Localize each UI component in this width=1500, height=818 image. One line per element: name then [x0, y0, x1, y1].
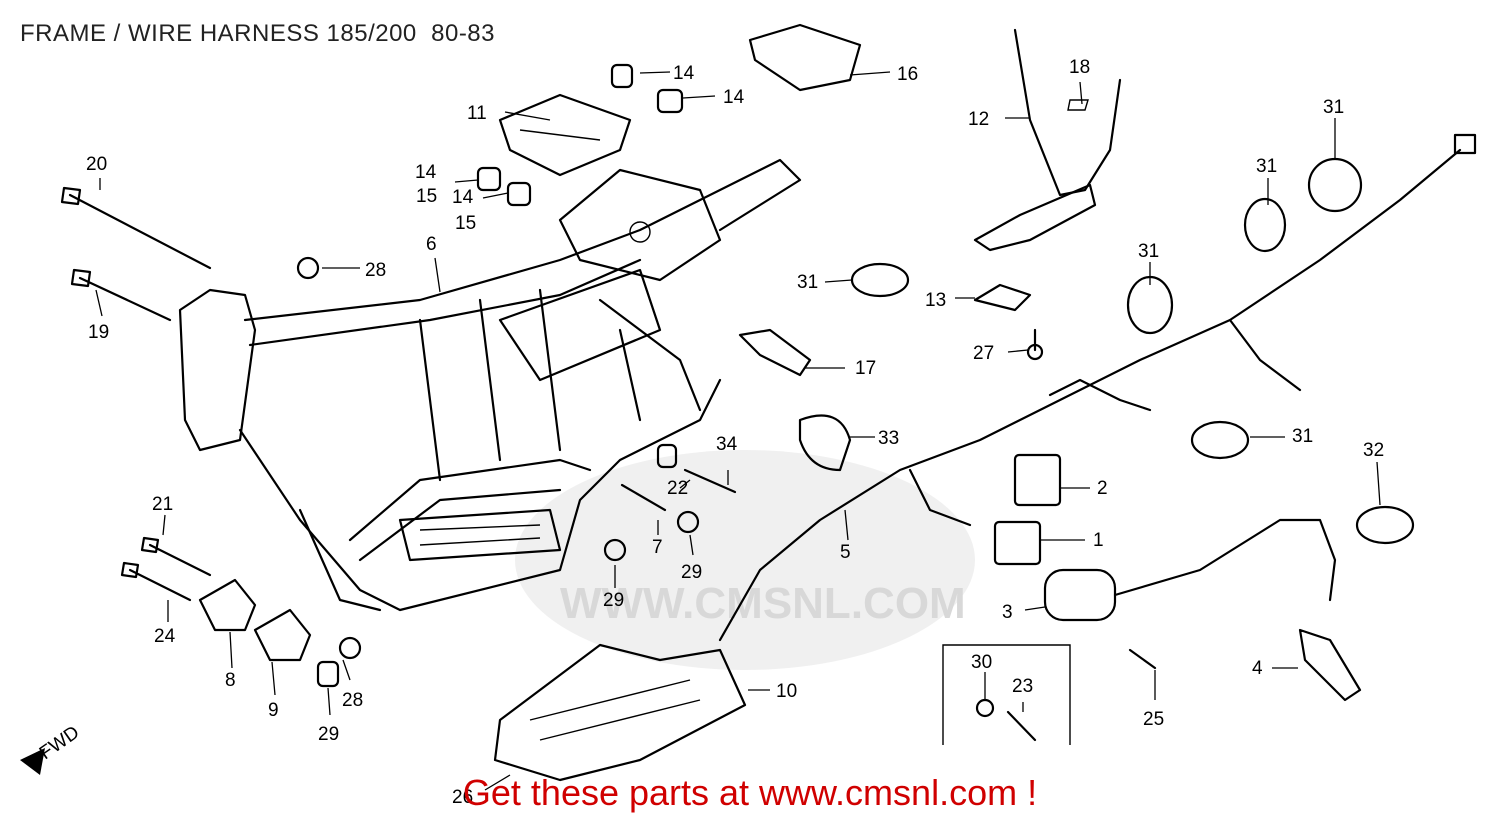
callout-labels: 1 2 3 4 5 6 7 8 9 10 11 12 13 14 14 14 1…: [86, 57, 1384, 808]
callout-6: 6: [426, 234, 437, 255]
callout-10: 10: [776, 681, 797, 702]
callout-29c: 29: [318, 724, 339, 745]
callout-31b: 31: [1138, 241, 1159, 262]
callout-18: 18: [1069, 57, 1090, 78]
callout-32: 32: [1363, 440, 1384, 461]
watermark-text: WWW.CMSNL.COM: [560, 579, 966, 628]
callout-15b: 15: [455, 213, 476, 234]
diagram-title: FRAME / WIRE HARNESS 185/200 80-83: [20, 20, 495, 47]
callout-24: 24: [154, 626, 176, 647]
part-9-bracket[interactable]: [253, 608, 312, 662]
callout-14b: 14: [723, 87, 745, 108]
callout-12: 12: [968, 109, 989, 130]
callout-26: 26: [452, 787, 473, 808]
part-12-stay[interactable]: [973, 28, 1122, 252]
part-21-bolt[interactable]: [140, 536, 212, 577]
part-19-bolt[interactable]: [70, 268, 172, 322]
callout-11: 11: [467, 103, 487, 124]
part-32-band[interactable]: [1355, 505, 1415, 545]
callout-4: 4: [1252, 658, 1263, 679]
part-23-bolt[interactable]: [1006, 710, 1037, 742]
callout-31d: 31: [1323, 97, 1344, 118]
part-7-bolt[interactable]: [620, 483, 667, 512]
part-25-bolt[interactable]: [1128, 648, 1157, 670]
part-2-relay[interactable]: [1013, 453, 1062, 507]
callout-31e: 31: [1292, 426, 1313, 447]
callout-33: 33: [878, 428, 899, 449]
footer-link-text[interactable]: Get these parts at www.cmsnl.com !: [462, 772, 1038, 813]
callout-7: 7: [652, 537, 663, 558]
callout-3: 3: [1002, 602, 1013, 623]
callout-29a: 29: [681, 562, 702, 583]
callout-19: 19: [88, 322, 109, 343]
callout-30: 30: [971, 652, 992, 673]
part-34-bolt[interactable]: [683, 468, 737, 494]
part-17-bracket[interactable]: [738, 328, 812, 377]
callout-22: 22: [667, 478, 688, 499]
part-13-clamp[interactable]: [973, 283, 1032, 312]
callout-25: 25: [1143, 709, 1164, 730]
callout-20: 20: [86, 154, 107, 175]
callout-2: 2: [1097, 478, 1108, 499]
part-20-bolt[interactable]: [60, 186, 212, 270]
callout-21: 21: [152, 494, 173, 515]
part-4-spark-plug-cap[interactable]: [1298, 628, 1362, 702]
leader-lines: [95, 71, 1381, 791]
part-1-cdi[interactable]: [993, 520, 1042, 566]
part-5-wire-harness[interactable]: [718, 133, 1477, 642]
part-3-ignition-coil[interactable]: [1043, 518, 1337, 622]
callout-8: 8: [225, 670, 236, 691]
callout-29b: 29: [603, 590, 624, 611]
part-33-band[interactable]: [798, 414, 852, 472]
nuts-and-collars[interactable]: [296, 63, 1089, 718]
fwd-label: FWD: [36, 722, 83, 764]
callout-14a: 14: [673, 63, 695, 84]
callout-16: 16: [897, 64, 918, 85]
fwd-arrow: FWD: [20, 722, 83, 775]
callout-15a: 15: [416, 186, 437, 207]
callout-31c: 31: [1256, 156, 1277, 177]
callout-13: 13: [925, 290, 946, 311]
part-11-plate[interactable]: [498, 93, 632, 177]
callout-1: 1: [1093, 530, 1104, 551]
part-8-bracket[interactable]: [198, 578, 257, 632]
callout-28a: 28: [365, 260, 386, 281]
callout-9: 9: [268, 700, 279, 721]
callout-14d: 14: [452, 187, 474, 208]
part-27-screw[interactable]: [1026, 328, 1044, 361]
callout-28b: 28: [342, 690, 363, 711]
inset-box-30-23: [942, 644, 1071, 745]
callout-17: 17: [855, 358, 876, 379]
part-16-bracket[interactable]: [748, 23, 862, 92]
part-10-skid-plate[interactable]: [493, 643, 747, 782]
part-24-bolt[interactable]: [120, 561, 192, 602]
callout-5: 5: [840, 542, 851, 563]
callout-14c: 14: [415, 162, 437, 183]
callout-23: 23: [1012, 676, 1033, 697]
frame[interactable]: [178, 158, 802, 612]
callout-31a: 31: [797, 272, 818, 293]
callout-27: 27: [973, 343, 994, 364]
callout-34: 34: [716, 434, 738, 455]
watermark: WWW.CMSNL.COM: [515, 450, 975, 670]
